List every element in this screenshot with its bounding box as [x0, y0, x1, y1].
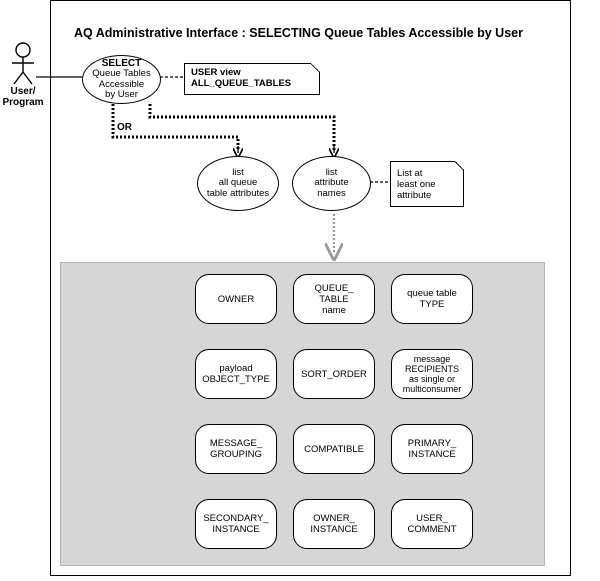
attribute-owner[interactable]: OWNER — [195, 274, 277, 324]
attribute-message-grouping[interactable]: MESSAGE_ GROUPING — [195, 424, 277, 474]
list-note-line2: least one — [397, 179, 436, 190]
attribute-label: OWNER — [217, 293, 255, 305]
list-attr-line2: attribute — [314, 177, 349, 189]
list-attr-line1: list — [325, 166, 338, 178]
actor-label-line2: Program — [2, 97, 44, 108]
list-all-line3: table attributes — [206, 187, 270, 199]
attribute-primary-instance[interactable]: PRIMARY_ INSTANCE — [391, 424, 473, 474]
diagram-title: AQ Administrative Interface : SELECTING … — [74, 26, 523, 40]
actor-figure-icon — [12, 42, 34, 85]
or-label: OR — [117, 122, 132, 133]
list-all-line1: list — [232, 166, 244, 178]
attribute-label: SORT_ORDER — [301, 368, 367, 380]
select-ellipse-line3: Accessible — [98, 78, 145, 90]
attribute-label: PRIMARY_ INSTANCE — [407, 438, 457, 460]
attribute-secondary-instance[interactable]: SECONDARY_ INSTANCE — [195, 499, 277, 549]
attribute-label: MESSAGE_ GROUPING — [209, 438, 263, 460]
select-queue-tables-ellipse[interactable]: SELECT Queue Tables Accessible by User — [82, 55, 161, 104]
list-note-line3: attribute — [397, 190, 432, 201]
attribute-message-recipients[interactable]: message RECIPIENTS as single or multicon… — [391, 349, 473, 399]
list-at-least-one-note: List at least one attribute — [390, 160, 465, 207]
attribute-compatible[interactable]: COMPATIBLE — [293, 424, 375, 474]
attribute-queue-table-name[interactable]: QUEUE_ TABLE name — [293, 274, 375, 324]
attribute-label: SECONDARY_ INSTANCE — [203, 513, 269, 535]
attribute-sort-order[interactable]: SORT_ORDER — [293, 349, 375, 399]
list-attribute-names-ellipse[interactable]: list attribute names — [292, 156, 371, 211]
user-view-note: USER view ALL_QUEUE_TABLES — [184, 62, 321, 95]
actor-label-line1: User/ — [10, 86, 36, 97]
diagram-frame — [50, 0, 571, 576]
list-attr-line3: names — [317, 187, 346, 199]
view-note-line1: USER view — [191, 67, 241, 78]
attribute-owner-instance[interactable]: OWNER_ INSTANCE — [293, 499, 375, 549]
select-ellipse-line2: Queue Tables — [92, 68, 151, 79]
select-ellipse-line1: SELECT — [101, 57, 142, 69]
attribute-label: COMPATIBLE — [304, 443, 364, 455]
attribute-user-comment[interactable]: USER_ COMMENT — [391, 499, 473, 549]
attribute-label: OWNER_ INSTANCE — [310, 513, 358, 535]
attribute-label: USER_ COMMENT — [407, 513, 457, 535]
attribute-payload-object-type[interactable]: payload OBJECT_TYPE — [195, 349, 277, 399]
actor-label: User/ Program — [0, 86, 46, 108]
attribute-label: payload OBJECT_TYPE — [202, 363, 270, 385]
or-branch-flow — [111, 104, 336, 150]
list-note-line1: List at — [397, 168, 423, 179]
select-ellipse-line4: by User — [105, 89, 138, 100]
attribute-queue-table-type[interactable]: queue table TYPE — [391, 274, 473, 324]
attribute-label: message RECIPIENTS as single or multicon… — [402, 354, 462, 394]
attribute-label: QUEUE_ TABLE name — [314, 282, 354, 316]
view-note-line2: ALL_QUEUE_TABLES — [191, 78, 292, 89]
list-all-line2: all queue — [218, 177, 258, 189]
list-all-attributes-ellipse[interactable]: list all queue table attributes — [197, 156, 279, 211]
attribute-label: queue table TYPE — [407, 288, 457, 310]
